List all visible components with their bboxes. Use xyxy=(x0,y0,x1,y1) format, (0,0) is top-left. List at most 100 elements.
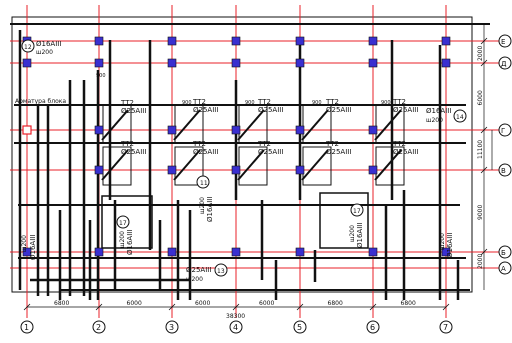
axis-bubble-5 xyxy=(293,320,307,334)
axis-bubble-4 xyxy=(229,320,243,334)
column-node-2Г xyxy=(94,125,104,135)
dim-right-3: 9000 xyxy=(477,205,484,220)
tt2-tie xyxy=(301,149,329,181)
dim-tick xyxy=(23,303,31,311)
note-top-left: Ø16АIII xyxy=(36,40,61,48)
tt2-bar: Ø25АIII xyxy=(193,106,218,114)
axis-bubble-2 xyxy=(92,320,106,334)
tt2-label: ТТ2 xyxy=(325,98,339,106)
label-block-rebar: Арматура блока xyxy=(15,98,66,105)
column-node-6Д xyxy=(368,58,378,68)
dim-tick xyxy=(232,303,240,311)
column-node-7Е xyxy=(441,36,451,46)
column-node-5Д xyxy=(295,58,305,68)
column-node-6В xyxy=(368,165,378,175)
slab-outline xyxy=(11,16,473,293)
dim-tick xyxy=(480,126,488,134)
note-far-right: Ø16АIII xyxy=(446,233,454,258)
column-node-7Б xyxy=(441,247,451,257)
note-far-left-step: ш200 xyxy=(21,235,28,252)
column-node-2Е xyxy=(94,36,104,46)
note-far-left: Ø16АIII xyxy=(29,235,37,260)
tt2-tie xyxy=(101,109,129,141)
column-node-5Е xyxy=(295,36,305,46)
axis-bubble-1 xyxy=(20,320,34,334)
dim-total: 38300 xyxy=(226,313,245,320)
tt2-tie xyxy=(374,149,402,181)
dim-900: 900 xyxy=(381,100,391,106)
tt2-box xyxy=(375,104,405,144)
dim-900: 900 xyxy=(312,100,322,106)
callout-17 xyxy=(116,215,130,229)
callout-12 xyxy=(21,39,35,53)
axis-label-3: 3 xyxy=(169,323,174,332)
axis-bubble-Б xyxy=(498,245,512,259)
column-node-6Г xyxy=(368,125,378,135)
axis-label-Б: Б xyxy=(501,249,506,257)
column-node-3В xyxy=(167,165,177,175)
column-node-4Е xyxy=(231,36,241,46)
dim-right-2: 11100 xyxy=(477,140,484,159)
tt2-label: ТТ2 xyxy=(192,140,206,148)
axis-label-Г: Г xyxy=(501,127,505,135)
callout-12-label: 12 xyxy=(24,44,32,51)
dim-tick xyxy=(369,303,377,311)
column-node-6Е xyxy=(368,36,378,46)
note-right-low: Ø16АIII xyxy=(356,223,364,248)
tt2-box xyxy=(302,104,332,144)
tt2-bar: Ø25АIII xyxy=(258,106,283,114)
dim-900: 900 xyxy=(96,73,106,79)
axis-label-5: 5 xyxy=(297,323,302,332)
axis-label-A: A xyxy=(501,265,506,273)
column-node-3Б xyxy=(167,247,177,257)
column-node-7Д xyxy=(441,58,451,68)
axis-bubble-A xyxy=(498,261,512,275)
tt2-bar: Ø25АIII xyxy=(326,148,351,156)
dim-span-1: 6800 xyxy=(54,300,69,307)
dim-right-0: 2000 xyxy=(477,46,484,61)
tt2-label: ТТ2 xyxy=(392,140,406,148)
dim-900: 900 xyxy=(182,100,192,106)
dim-span-5: 6800 xyxy=(328,300,343,307)
column-node-1Г xyxy=(22,125,32,135)
note-left-low: Ø16АIII xyxy=(126,230,134,255)
dim-right-4: 2000 xyxy=(477,254,484,269)
tt2-tie xyxy=(237,149,265,181)
column-node-1Д xyxy=(22,58,32,68)
column-node-3Е xyxy=(167,36,177,46)
note-mid: Ø16АIII xyxy=(206,197,214,222)
tt2-bar: Ø25АIII xyxy=(393,106,418,114)
column-node-2В xyxy=(94,165,104,175)
column-node-2Б xyxy=(94,247,104,257)
dim-tick xyxy=(480,37,488,45)
note-right-low-step: ш200 xyxy=(349,225,356,242)
axis-label-6: 6 xyxy=(370,323,375,332)
callout-17-label: 17 xyxy=(119,220,127,227)
column-node-5Г xyxy=(295,125,305,135)
note-top-left-step: ш200 xyxy=(36,49,53,56)
axis-bubble-7 xyxy=(439,320,453,334)
column-node-2Д xyxy=(94,58,104,68)
dim-span-6: 6800 xyxy=(401,300,416,307)
axis-bubble-Г xyxy=(498,123,512,137)
dim-tick xyxy=(442,303,450,311)
callout-11 xyxy=(196,175,210,189)
tt2-label: ТТ2 xyxy=(192,98,206,106)
axis-label-1: 1 xyxy=(24,323,29,332)
column-nodes xyxy=(22,36,451,257)
tt2-bar: Ø25АIII xyxy=(258,148,283,156)
callout-17 xyxy=(350,203,364,217)
tt2-bar: Ø25АIII xyxy=(121,107,146,115)
note-mid-step: ш200 xyxy=(199,197,206,214)
tt2-bar: Ø25АIII xyxy=(193,148,218,156)
axis-bubble-3 xyxy=(165,320,179,334)
annotations: Ø16АIII ш200 12 Арматура блока ТТ2 Ø25АI… xyxy=(15,39,467,283)
tt2-box xyxy=(238,104,268,144)
tt2-label: ТТ2 xyxy=(257,140,271,148)
dim-tick xyxy=(480,59,488,67)
dim-tick xyxy=(296,303,304,311)
axis-label-В: В xyxy=(501,167,506,175)
